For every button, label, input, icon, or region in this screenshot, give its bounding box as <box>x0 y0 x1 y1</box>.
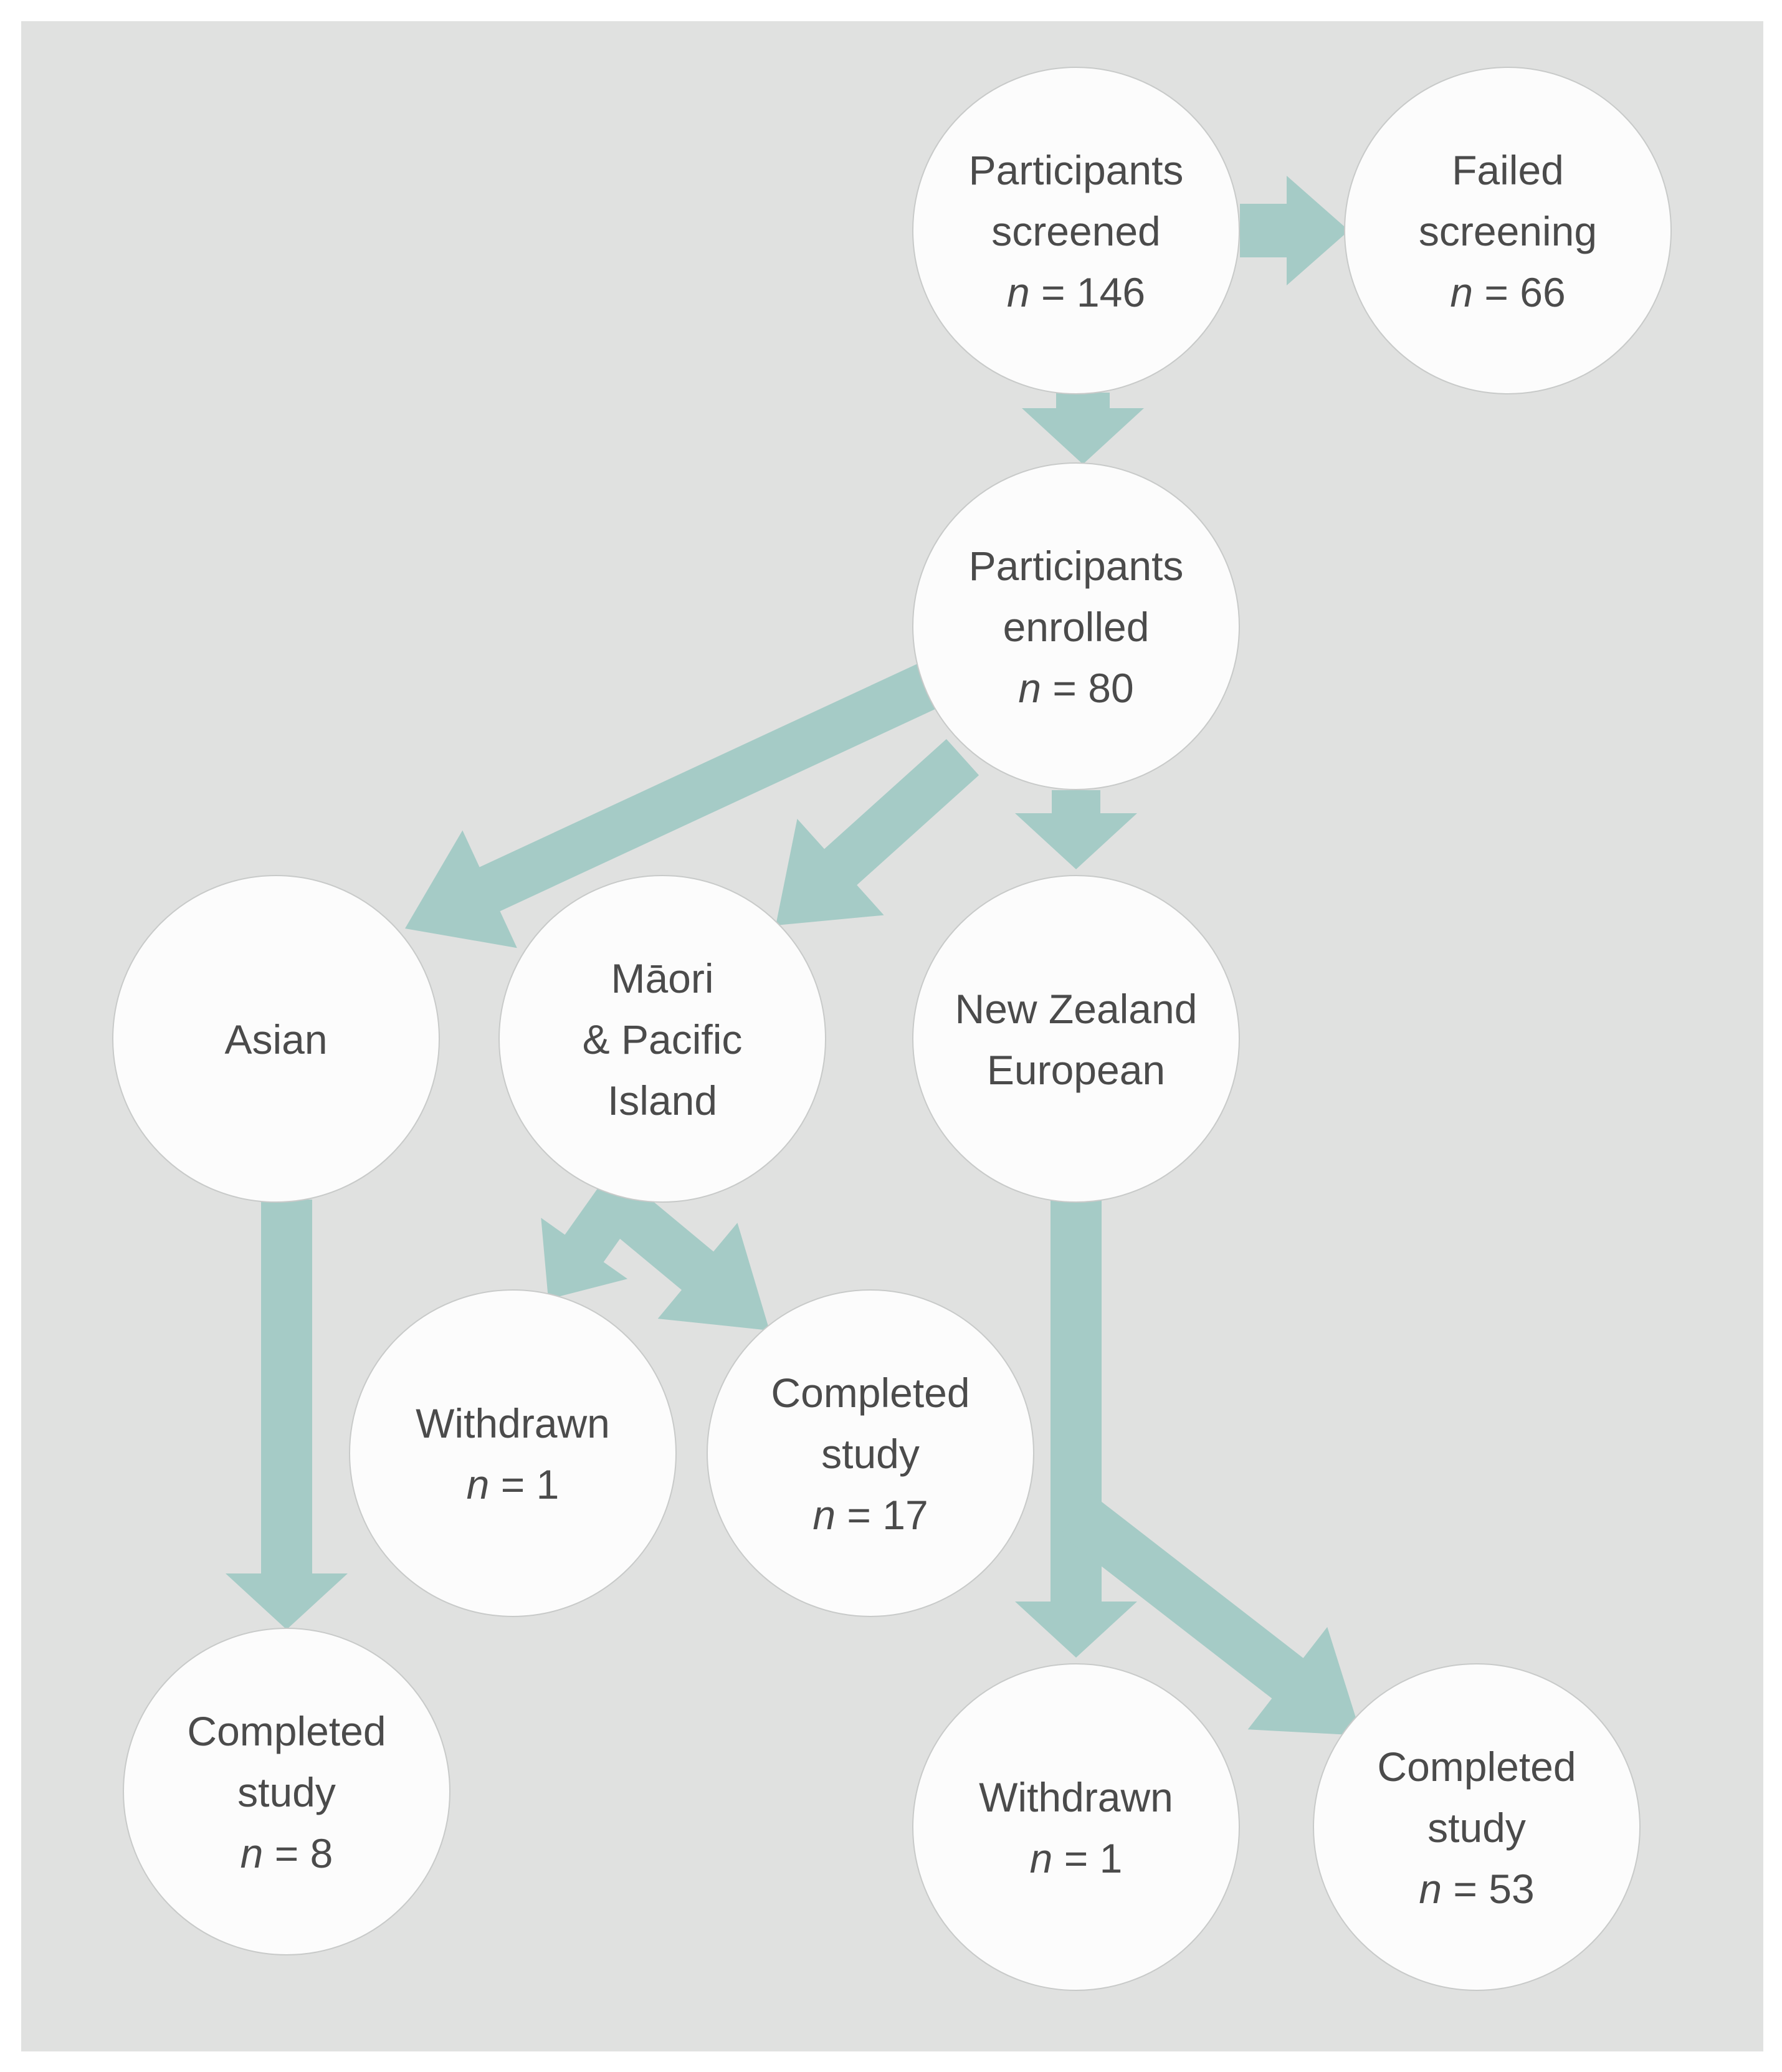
node-label-line: Withdrawn <box>416 1400 610 1446</box>
node-count: n = 80 <box>1018 665 1133 711</box>
node-circle <box>349 1289 677 1617</box>
node-maori-completed: Completed study n = 17 <box>707 1289 1034 1617</box>
n-symbol: n <box>812 1492 836 1538</box>
node-count: n = 17 <box>812 1492 928 1538</box>
node-label-line: Asian <box>224 1016 327 1062</box>
arrow-enrolled-to-maori <box>776 739 979 925</box>
node-screened: Participants screened n = 146 <box>912 67 1240 394</box>
equals-sign: = <box>263 1830 310 1876</box>
count-value: 146 <box>1077 269 1145 315</box>
node-label-line: Participants <box>969 147 1184 193</box>
node-label-line: study <box>821 1431 920 1477</box>
node-count: n = 8 <box>241 1830 333 1876</box>
node-label-line: Island <box>608 1077 717 1124</box>
node-circle <box>912 67 1240 394</box>
node-circle <box>123 1628 450 1955</box>
node-label-line: & Pacific <box>583 1016 743 1062</box>
node-label-line: Completed <box>1377 1744 1576 1790</box>
n-symbol: n <box>241 1830 264 1876</box>
equals-sign: = <box>489 1461 536 1507</box>
arrow-maori-to-maori-completed <box>588 1174 770 1330</box>
node-circle <box>912 1663 1240 1991</box>
node-count: n = 146 <box>1007 269 1145 315</box>
n-symbol: n <box>1030 1835 1053 1881</box>
node-label-line: Māori <box>611 955 713 1001</box>
node-circle <box>112 875 440 1203</box>
equals-sign: = <box>1052 1835 1099 1881</box>
equals-sign: = <box>1473 269 1520 315</box>
n-symbol: n <box>1419 1866 1442 1912</box>
arrows-layer <box>226 176 1361 1735</box>
n-symbol: n <box>467 1461 490 1507</box>
node-failed: Failed screening n = 66 <box>1344 67 1672 394</box>
node-label-line: New Zealand <box>955 986 1198 1032</box>
node-circle <box>912 462 1240 790</box>
node-label-line: study <box>237 1769 336 1815</box>
node-circle <box>912 875 1240 1203</box>
equals-sign: = <box>836 1492 882 1538</box>
node-circle <box>498 875 826 1203</box>
node-count: n = 1 <box>1030 1835 1123 1881</box>
count-value: 1 <box>1100 1835 1123 1881</box>
nodes-layer: Participants screened n = 146 Failed screeni… <box>112 67 1672 1991</box>
count-value: 80 <box>1088 665 1133 711</box>
arrow-enrolled-to-asian <box>405 663 939 948</box>
node-label-line: Withdrawn <box>979 1774 1173 1820</box>
count-value: 17 <box>882 1492 928 1538</box>
node-label-line: Participants <box>969 543 1184 589</box>
n-symbol: n <box>1018 665 1041 711</box>
node-maori-withdrawn: Withdrawn n = 1 <box>349 1289 677 1617</box>
count-value: 8 <box>310 1830 333 1876</box>
node-label-line: Completed <box>771 1370 970 1416</box>
node-asian-completed: Completed study n = 8 <box>123 1628 450 1955</box>
arrow-nze-to-nze-withdrawn <box>1015 1200 1137 1658</box>
arrow-screened-to-enrolled <box>1022 393 1144 464</box>
node-label-line: Failed <box>1452 147 1564 193</box>
node-label-line: European <box>987 1047 1165 1093</box>
node-circle <box>1344 67 1672 394</box>
n-symbol: n <box>1007 269 1030 315</box>
arrow-nze-to-nze-completed <box>1060 1494 1361 1735</box>
equals-sign: = <box>1030 269 1077 315</box>
equals-sign: = <box>1041 665 1088 711</box>
node-enrolled: Participants enrolled n = 80 <box>912 462 1240 790</box>
count-value: 53 <box>1489 1866 1534 1912</box>
node-circle <box>707 1289 1034 1617</box>
node-nze-completed: Completed study n = 53 <box>1313 1663 1641 1991</box>
arrow-screened-to-failed <box>1240 176 1349 285</box>
count-value: 66 <box>1520 269 1565 315</box>
node-label-line: enrolled <box>1003 604 1150 650</box>
equals-sign: = <box>1442 1866 1489 1912</box>
n-symbol: n <box>1450 269 1473 315</box>
node-nze-withdrawn: Withdrawn n = 1 <box>912 1663 1240 1991</box>
node-label-line: Completed <box>187 1708 386 1754</box>
node-label-line: study <box>1427 1805 1526 1851</box>
arrow-enrolled-to-nze <box>1015 790 1137 869</box>
node-count: n = 1 <box>467 1461 560 1507</box>
node-asian: Asian <box>112 875 440 1203</box>
node-label-line: screened <box>991 208 1161 254</box>
node-count: n = 66 <box>1450 269 1565 315</box>
node-count: n = 53 <box>1419 1866 1534 1912</box>
node-label-line: screening <box>1419 208 1597 254</box>
count-value: 1 <box>536 1461 560 1507</box>
node-circle <box>1313 1663 1641 1991</box>
arrow-asian-to-asian-completed <box>226 1200 348 1630</box>
